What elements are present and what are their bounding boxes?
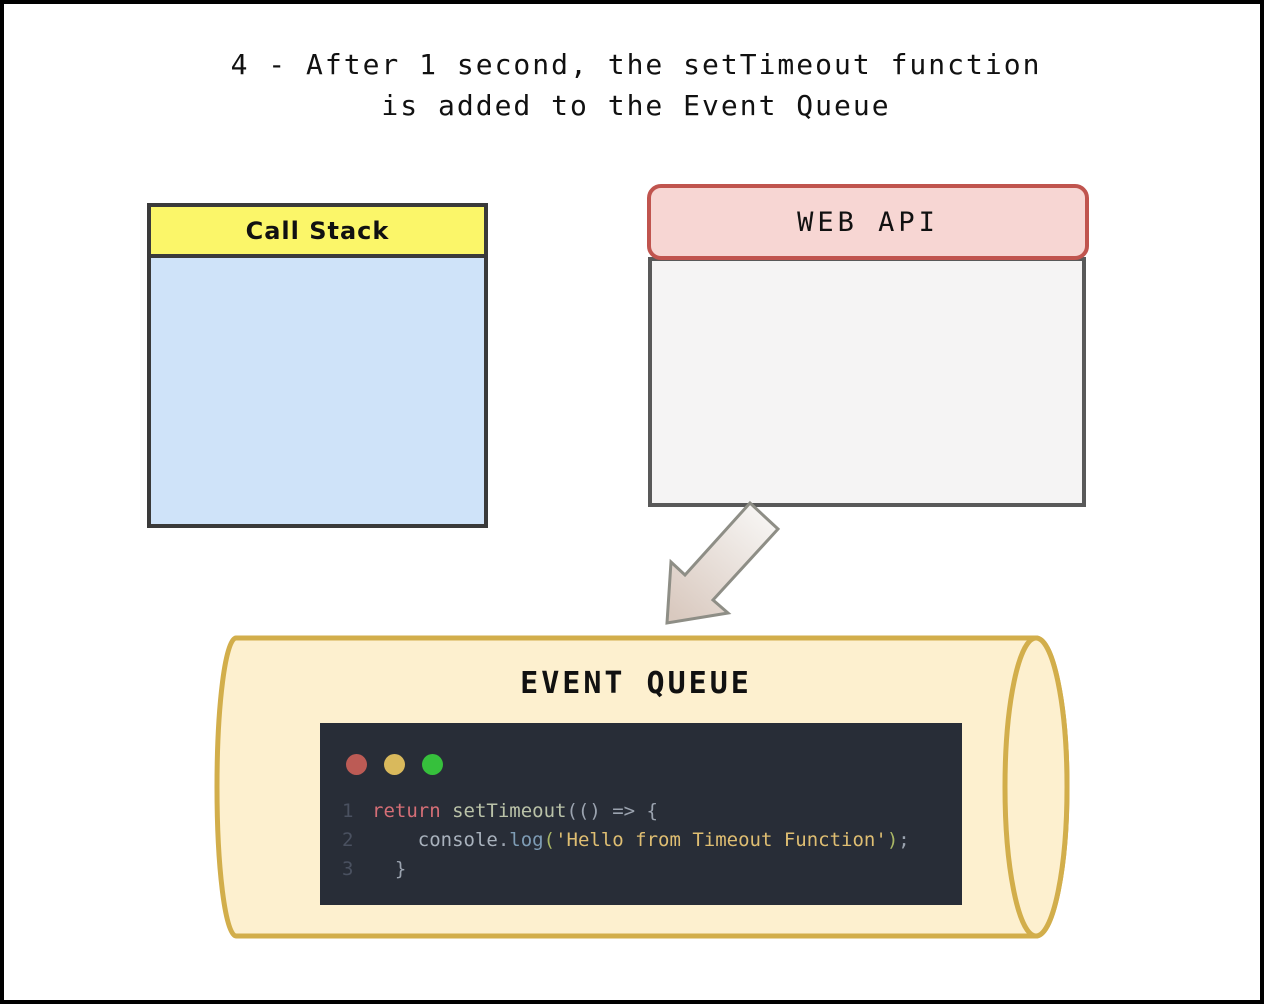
web-api-to-event-queue-arrow-icon <box>665 500 781 625</box>
line-number: 3 <box>342 858 354 880</box>
close-dot-icon <box>346 754 367 775</box>
event-queue-label: EVENT QUEUE <box>520 666 752 701</box>
code-token: (() => { <box>566 800 658 822</box>
step-title-line1: 4 - After 1 second, the setTimeout funct… <box>230 48 1042 81</box>
call-stack-box: Call Stack <box>147 203 488 528</box>
code-token: return <box>372 800 453 822</box>
line-number: 2 <box>342 829 354 851</box>
minimize-dot-icon <box>384 754 405 775</box>
code-line: 3 } <box>320 855 962 884</box>
code-token: log <box>509 829 544 851</box>
maximize-dot-icon <box>422 754 443 775</box>
code-token: console <box>372 829 498 851</box>
code-line: 1 return setTimeout(() => { <box>320 797 962 826</box>
code-token: } <box>372 858 407 880</box>
code-token: ) <box>886 829 899 851</box>
web-api-body <box>648 257 1086 507</box>
code-token: . <box>497 829 510 851</box>
window-controls <box>346 754 443 775</box>
step-title: 4 - After 1 second, the setTimeout funct… <box>34 44 1238 126</box>
code-text: return setTimeout(() => { <box>372 800 658 822</box>
code-token: 'Hello from Timeout Function' <box>555 829 887 851</box>
code-line: 2 console.log('Hello from Timeout Functi… <box>320 826 962 855</box>
web-api-label: WEB API <box>797 206 939 238</box>
line-number: 1 <box>342 800 354 822</box>
code-token: ( <box>543 829 556 851</box>
code-text: console.log('Hello from Timeout Function… <box>372 829 910 851</box>
code-text: } <box>372 858 406 880</box>
web-api-header: WEB API <box>647 184 1089 260</box>
call-stack-label: Call Stack <box>245 216 390 245</box>
step-title-line2: is added to the Event Queue <box>381 89 891 122</box>
call-stack-header: Call Stack <box>151 207 484 258</box>
code-token: setTimeout <box>452 800 567 822</box>
code-token: ; <box>898 829 910 851</box>
